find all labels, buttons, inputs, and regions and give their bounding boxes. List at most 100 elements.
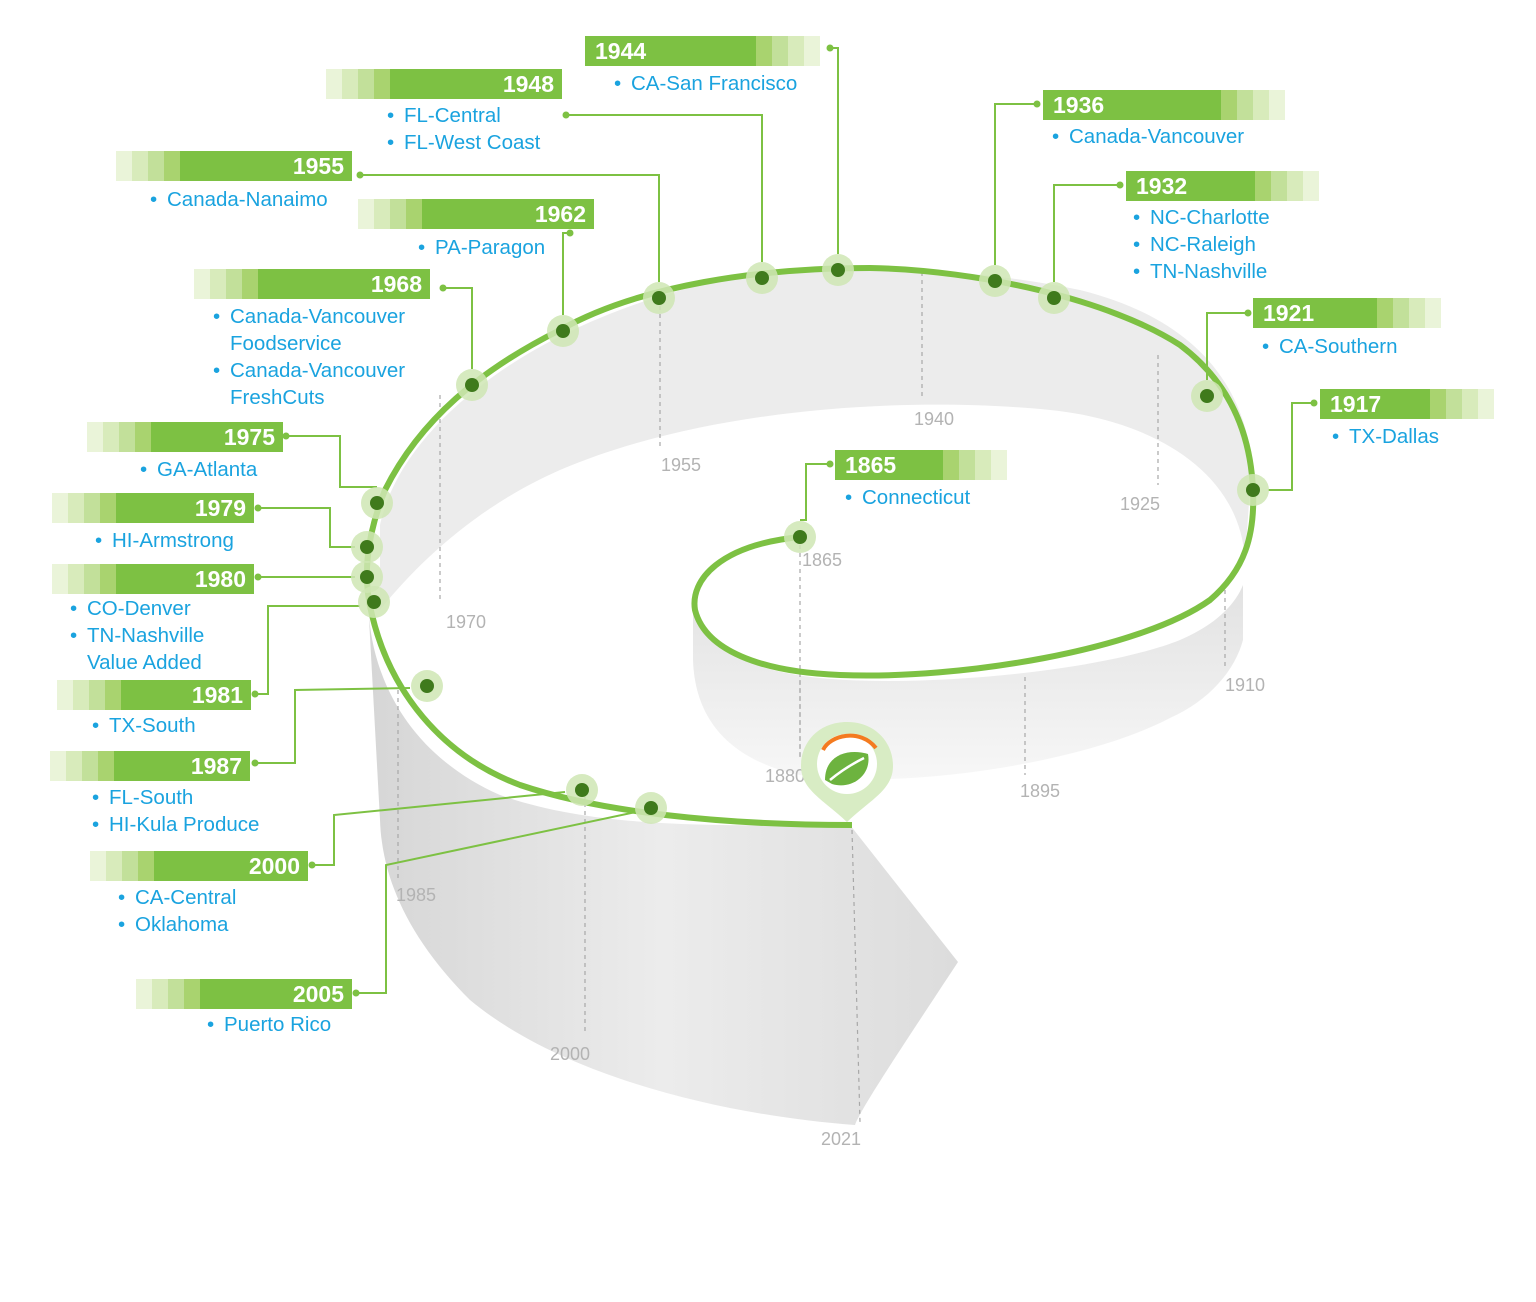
connector-line bbox=[286, 435, 377, 488]
connector-line bbox=[994, 103, 1037, 265]
connector-line bbox=[443, 287, 473, 369]
connector-line bbox=[800, 463, 830, 521]
location-list: CA-CentralOklahoma bbox=[118, 884, 236, 938]
location-list: HI-Armstrong bbox=[95, 527, 234, 554]
dot-marker-icon bbox=[988, 274, 1002, 288]
location-text: GA-Atlanta bbox=[157, 458, 258, 481]
location-text: FL-West Coast bbox=[404, 131, 541, 154]
location-text: TN-Nashville bbox=[1150, 260, 1268, 283]
dot-marker-icon bbox=[831, 263, 845, 277]
location-text: CO-Denver bbox=[87, 597, 191, 620]
year-label: 2000 bbox=[154, 851, 308, 881]
location-list: Connecticut bbox=[845, 484, 970, 511]
badge-gradient bbox=[50, 751, 114, 781]
year-label: 1987 bbox=[114, 751, 250, 781]
badge-gradient bbox=[136, 979, 200, 1009]
location-text: TX-South bbox=[109, 714, 196, 737]
location-item: Connecticut bbox=[845, 484, 970, 511]
location-list: TX-South bbox=[92, 712, 196, 739]
connector-end-dot bbox=[566, 229, 574, 237]
location-text: Oklahoma bbox=[135, 913, 229, 936]
tick-label: 2000 bbox=[550, 1044, 590, 1064]
location-item: PA-Paragon bbox=[418, 234, 545, 261]
year-badge-1936: 1936 bbox=[1043, 90, 1285, 120]
dot-marker-icon bbox=[370, 496, 384, 510]
year-label: 1932 bbox=[1126, 171, 1255, 201]
location-text: FreshCuts bbox=[230, 386, 325, 409]
badge-gradient bbox=[87, 422, 151, 452]
location-list: CA-San Francisco bbox=[614, 70, 797, 97]
location-text: NC-Charlotte bbox=[1150, 206, 1270, 229]
location-item: TN-Nashville bbox=[1133, 258, 1270, 285]
year-label: 1975 bbox=[151, 422, 283, 452]
location-text: PA-Paragon bbox=[435, 236, 546, 259]
location-text: Canada-Vancouver bbox=[230, 305, 406, 328]
tick-label: 1895 bbox=[1020, 781, 1060, 801]
year-label: 1944 bbox=[585, 36, 756, 66]
location-text: FL-Central bbox=[404, 104, 501, 127]
connector-end-dot bbox=[1310, 399, 1318, 407]
location-item: FL-West Coast bbox=[387, 129, 540, 156]
timeline-markers bbox=[351, 254, 1269, 824]
dot-marker-icon bbox=[644, 801, 658, 815]
year-label: 1936 bbox=[1043, 90, 1221, 120]
location-item: TX-South bbox=[92, 712, 196, 739]
connector-end-dot bbox=[308, 861, 316, 869]
dot-marker-icon bbox=[367, 595, 381, 609]
year-badge-1955: 1955 bbox=[116, 151, 352, 181]
badge-gradient bbox=[326, 69, 390, 99]
dot-marker-icon bbox=[652, 291, 666, 305]
year-label: 1921 bbox=[1253, 298, 1377, 328]
location-text: HI-Kula Produce bbox=[109, 813, 260, 836]
location-list: Canada-VancouverFoodserviceCanada-Vancou… bbox=[213, 303, 405, 411]
tick-label: 1865 bbox=[802, 550, 842, 570]
dot-marker-icon bbox=[1246, 483, 1260, 497]
tick-line bbox=[851, 829, 861, 1123]
location-text: CA-Central bbox=[135, 886, 237, 909]
location-text: FL-South bbox=[109, 786, 194, 809]
connector-end-dot bbox=[1116, 181, 1124, 189]
location-text: HI-Armstrong bbox=[112, 529, 234, 552]
dot-marker-icon bbox=[1047, 291, 1061, 305]
year-label: 1979 bbox=[116, 493, 254, 523]
location-text: Connecticut bbox=[862, 486, 971, 509]
year-badge-1980: 1980 bbox=[52, 564, 254, 594]
location-text: Canada-Vancouver bbox=[230, 359, 406, 382]
dot-marker-icon bbox=[1200, 389, 1214, 403]
year-label: 1968 bbox=[258, 269, 430, 299]
ribbon-front-wall bbox=[368, 600, 958, 1125]
ribbon-inner-wall bbox=[692, 585, 1243, 780]
year-label: 2005 bbox=[200, 979, 352, 1009]
year-badge-1944: 1944 bbox=[585, 36, 820, 66]
badge-gradient bbox=[1430, 389, 1494, 419]
badge-gradient bbox=[943, 450, 1007, 480]
connector-line bbox=[1206, 312, 1248, 380]
year-label: 1865 bbox=[835, 450, 943, 480]
connector-line bbox=[830, 47, 839, 254]
location-text: Value Added bbox=[87, 651, 202, 674]
location-text: CA-San Francisco bbox=[631, 72, 798, 95]
location-text: Foodservice bbox=[230, 332, 342, 355]
year-badge-1962: 1962 bbox=[358, 199, 594, 229]
tick-label: 1910 bbox=[1225, 675, 1265, 695]
dot-marker-icon bbox=[755, 271, 769, 285]
connector-line bbox=[1268, 402, 1314, 491]
badge-gradient bbox=[1255, 171, 1319, 201]
location-text: Canada-Nanaimo bbox=[167, 188, 328, 211]
tick-label: 1880 bbox=[765, 766, 805, 786]
badge-gradient bbox=[358, 199, 422, 229]
location-item: HI-Armstrong bbox=[95, 527, 234, 554]
year-label: 1962 bbox=[422, 199, 594, 229]
location-list: NC-CharlotteNC-RaleighTN-Nashville bbox=[1133, 204, 1270, 285]
location-text: Canada-Vancouver bbox=[1069, 125, 1245, 148]
connector-end-dot bbox=[1244, 309, 1252, 317]
year-label: 1955 bbox=[180, 151, 352, 181]
connector-line bbox=[312, 791, 566, 866]
location-list: Canada-Nanaimo bbox=[150, 186, 328, 213]
tick-label: 1970 bbox=[446, 612, 486, 632]
connector-end-dot bbox=[254, 573, 262, 581]
